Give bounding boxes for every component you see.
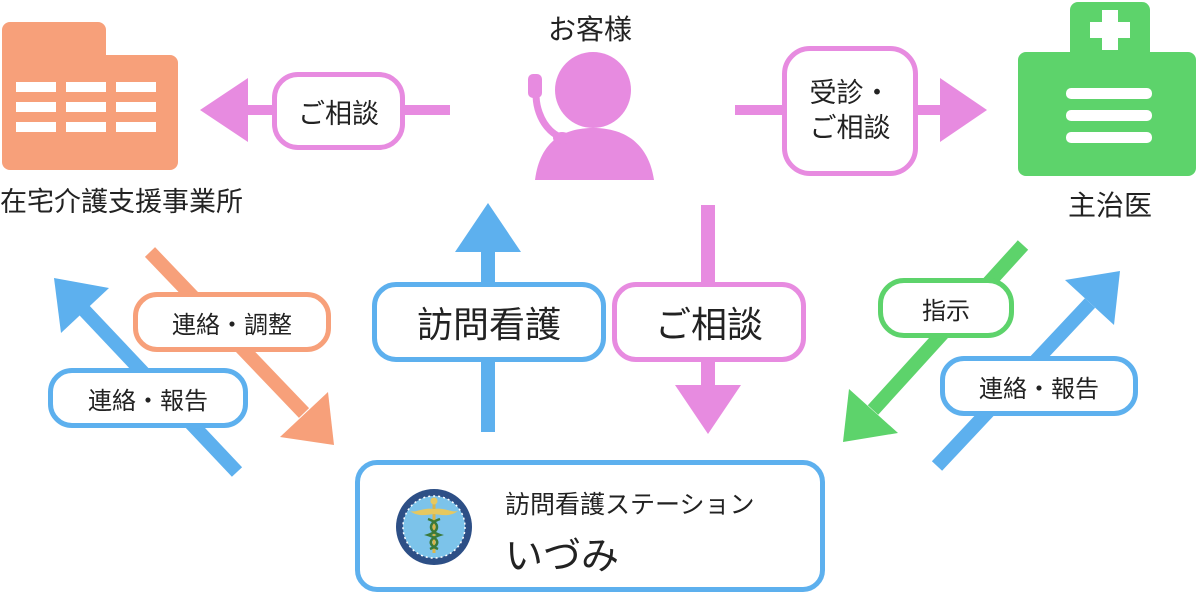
exam-consult-pill-doctor: 受診・ ご相談	[782, 46, 918, 176]
consult-pill-care-office: ご相談	[272, 72, 405, 150]
station-name: いづみ	[505, 534, 620, 578]
station-subtitle: 訪問看護ステーション	[505, 490, 755, 519]
customer-headset-icon	[528, 52, 654, 180]
instruction-pill: 指示	[878, 278, 1014, 338]
caduceus-emblem-icon	[396, 489, 472, 565]
contact-adjust-pill: 連絡・調整	[133, 292, 331, 352]
office-building-icon	[2, 22, 178, 170]
clinic-cross-icon	[1018, 2, 1196, 176]
doctor-label: 主治医	[1067, 189, 1152, 222]
consult-pill-station: ご相談	[612, 282, 806, 362]
contact-report-pill-right: 連絡・報告	[940, 356, 1138, 416]
contact-report-pill-left: 連絡・報告	[48, 368, 248, 428]
customer-label: お客様	[547, 13, 632, 46]
station-box: 訪問看護ステーション いづみ	[355, 460, 825, 592]
home-nursing-pill: 訪問看護	[372, 282, 606, 362]
care-office-label: 在宅介護支援事業所	[0, 187, 243, 218]
